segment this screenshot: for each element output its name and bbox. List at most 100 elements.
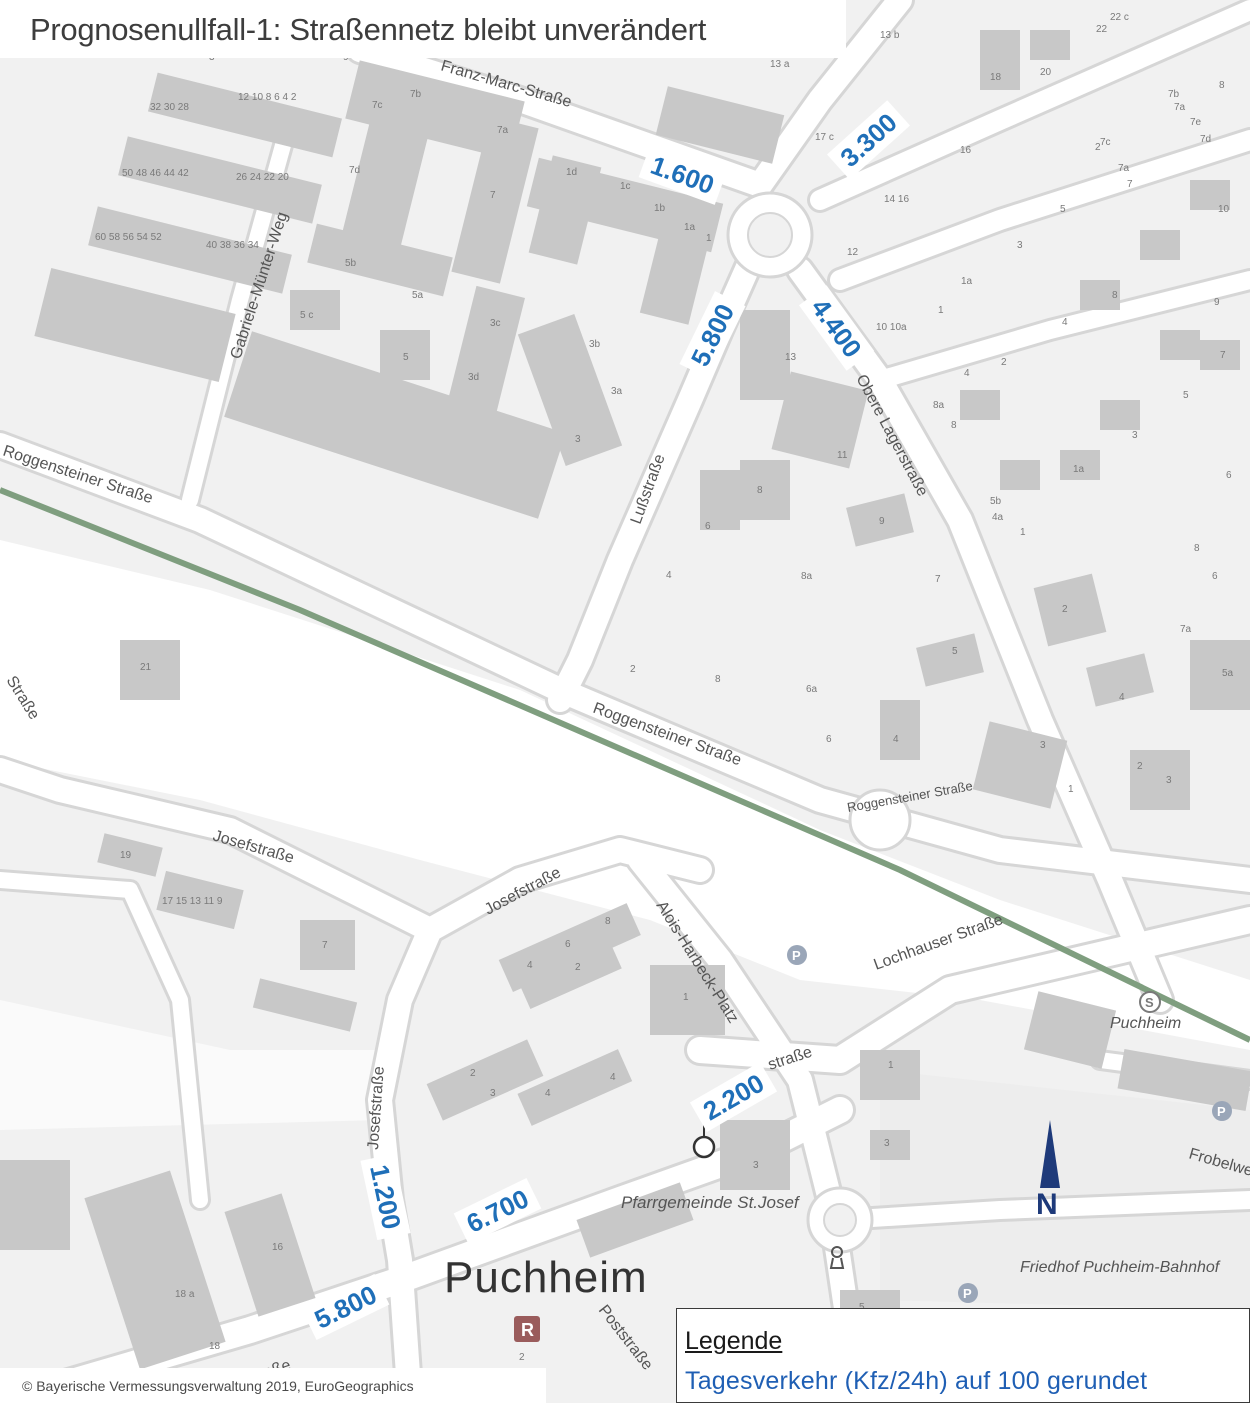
svg-text:21: 21 — [140, 662, 152, 673]
svg-text:2: 2 — [630, 664, 636, 675]
svg-text:7: 7 — [1220, 350, 1226, 361]
svg-text:4a: 4a — [992, 512, 1004, 523]
svg-text:4: 4 — [1062, 317, 1068, 328]
town-hall-icon: R — [514, 1316, 540, 1342]
svg-text:13: 13 — [785, 352, 797, 363]
svg-text:1: 1 — [1068, 784, 1074, 795]
svg-text:8: 8 — [757, 485, 763, 496]
svg-text:1: 1 — [938, 305, 944, 316]
svg-text:17 c: 17 c — [815, 132, 834, 143]
svg-text:5a: 5a — [1222, 668, 1234, 679]
svg-text:2: 2 — [575, 962, 581, 973]
svg-text:2: 2 — [1062, 604, 1068, 615]
svg-text:8: 8 — [715, 674, 721, 685]
svg-text:7: 7 — [935, 574, 941, 585]
svg-text:18: 18 — [209, 1341, 221, 1352]
svg-text:9: 9 — [879, 516, 885, 527]
svg-text:3: 3 — [1017, 240, 1023, 251]
svg-text:3: 3 — [490, 1088, 496, 1099]
svg-text:7c: 7c — [372, 100, 383, 111]
svg-text:2: 2 — [1095, 142, 1101, 153]
svg-text:4: 4 — [610, 1072, 616, 1083]
svg-text:4: 4 — [527, 960, 533, 971]
svg-text:3b: 3b — [589, 339, 601, 350]
svg-text:S: S — [1145, 995, 1154, 1010]
copyright-text: © Bayerische Vermessungsverwaltung 2019,… — [22, 1378, 414, 1394]
church-icon — [692, 1120, 716, 1159]
copyright-box: © Bayerische Vermessungsverwaltung 2019,… — [0, 1368, 546, 1403]
svg-text:7b: 7b — [410, 89, 422, 100]
svg-text:7a: 7a — [1118, 163, 1130, 174]
legend-box: Legende Tagesverkehr (Kfz/24h) auf 100 g… — [676, 1308, 1250, 1403]
svg-text:7d: 7d — [1200, 134, 1211, 145]
svg-text:3: 3 — [1166, 775, 1172, 786]
svg-text:7a: 7a — [497, 125, 509, 136]
svg-text:6: 6 — [1226, 470, 1232, 481]
church-label: Pfarrgemeinde St.Josef — [621, 1193, 801, 1212]
station-s-bahn-icon: S — [1139, 991, 1161, 1013]
svg-text:2: 2 — [470, 1068, 476, 1079]
north-label: N — [1036, 1188, 1058, 1221]
parking-icon: P — [958, 1283, 978, 1303]
street-label-josefstrasse-3: Josefstraße — [365, 1066, 388, 1151]
svg-text:26 24 22 20: 26 24 22 20 — [236, 172, 289, 183]
svg-text:4: 4 — [666, 570, 672, 581]
svg-text:60 58 56 54 52: 60 58 56 54 52 — [95, 232, 162, 243]
svg-text:7e: 7e — [1190, 117, 1202, 128]
svg-text:1a: 1a — [961, 276, 973, 287]
svg-text:5: 5 — [952, 646, 958, 657]
svg-text:5b: 5b — [990, 496, 1002, 507]
svg-text:3a: 3a — [611, 386, 623, 397]
svg-text:3: 3 — [1040, 740, 1046, 751]
svg-text:13 a: 13 a — [770, 59, 790, 70]
svg-text:5a: 5a — [412, 290, 424, 301]
svg-text:4: 4 — [545, 1088, 551, 1099]
svg-text:50 48 46 44 42: 50 48 46 44 42 — [122, 168, 189, 179]
cemetery-label: Friedhof Puchheim-Bahnhof — [1020, 1259, 1221, 1276]
svg-text:22: 22 — [1096, 24, 1108, 35]
svg-text:16: 16 — [272, 1242, 284, 1253]
svg-text:16: 16 — [960, 145, 972, 156]
svg-text:2: 2 — [519, 1352, 525, 1363]
svg-text:32 30 28: 32 30 28 — [150, 102, 189, 113]
svg-text:22 c: 22 c — [1110, 12, 1129, 23]
svg-text:7c: 7c — [1100, 137, 1111, 148]
svg-text:3: 3 — [884, 1138, 890, 1149]
svg-text:1: 1 — [683, 992, 689, 1003]
route-label-s4: S4 — [603, 763, 619, 778]
svg-text:4: 4 — [893, 734, 899, 745]
svg-text:14 16: 14 16 — [884, 194, 909, 205]
svg-text:7d: 7d — [349, 165, 360, 176]
svg-text:5: 5 — [859, 1302, 865, 1313]
svg-text:11: 11 — [837, 450, 848, 461]
legend-title: Legende — [685, 1327, 783, 1355]
svg-text:5: 5 — [1060, 204, 1066, 215]
svg-text:1d: 1d — [566, 167, 577, 178]
svg-text:2: 2 — [1137, 761, 1143, 772]
svg-text:3d: 3d — [468, 372, 479, 383]
svg-text:P: P — [792, 948, 801, 963]
svg-text:20: 20 — [1040, 67, 1052, 78]
svg-text:7: 7 — [490, 190, 496, 201]
page-title: Prognosenullfall-1: Straßennetz bleibt u… — [30, 12, 707, 47]
svg-text:6: 6 — [826, 734, 832, 745]
svg-text:12 10 8 6 4 2: 12 10 8 6 4 2 — [238, 92, 297, 103]
parking-icon: P — [787, 945, 807, 965]
svg-text:9: 9 — [1214, 297, 1220, 308]
svg-text:40 38 36 34: 40 38 36 34 — [206, 240, 259, 251]
svg-text:19: 19 — [120, 850, 132, 861]
svg-text:1b: 1b — [654, 203, 666, 214]
svg-text:P: P — [963, 1286, 972, 1301]
svg-text:6: 6 — [565, 939, 571, 950]
svg-text:7a: 7a — [1174, 102, 1186, 113]
svg-text:1a: 1a — [684, 222, 696, 233]
town-label: Puchheim — [444, 1253, 648, 1302]
svg-text:8: 8 — [951, 420, 957, 431]
svg-text:8: 8 — [1194, 543, 1200, 554]
svg-text:8a: 8a — [933, 400, 945, 411]
svg-text:1c: 1c — [620, 181, 631, 192]
svg-text:1a: 1a — [1073, 464, 1085, 475]
svg-text:8: 8 — [1112, 290, 1118, 301]
svg-text:6a: 6a — [806, 684, 818, 695]
